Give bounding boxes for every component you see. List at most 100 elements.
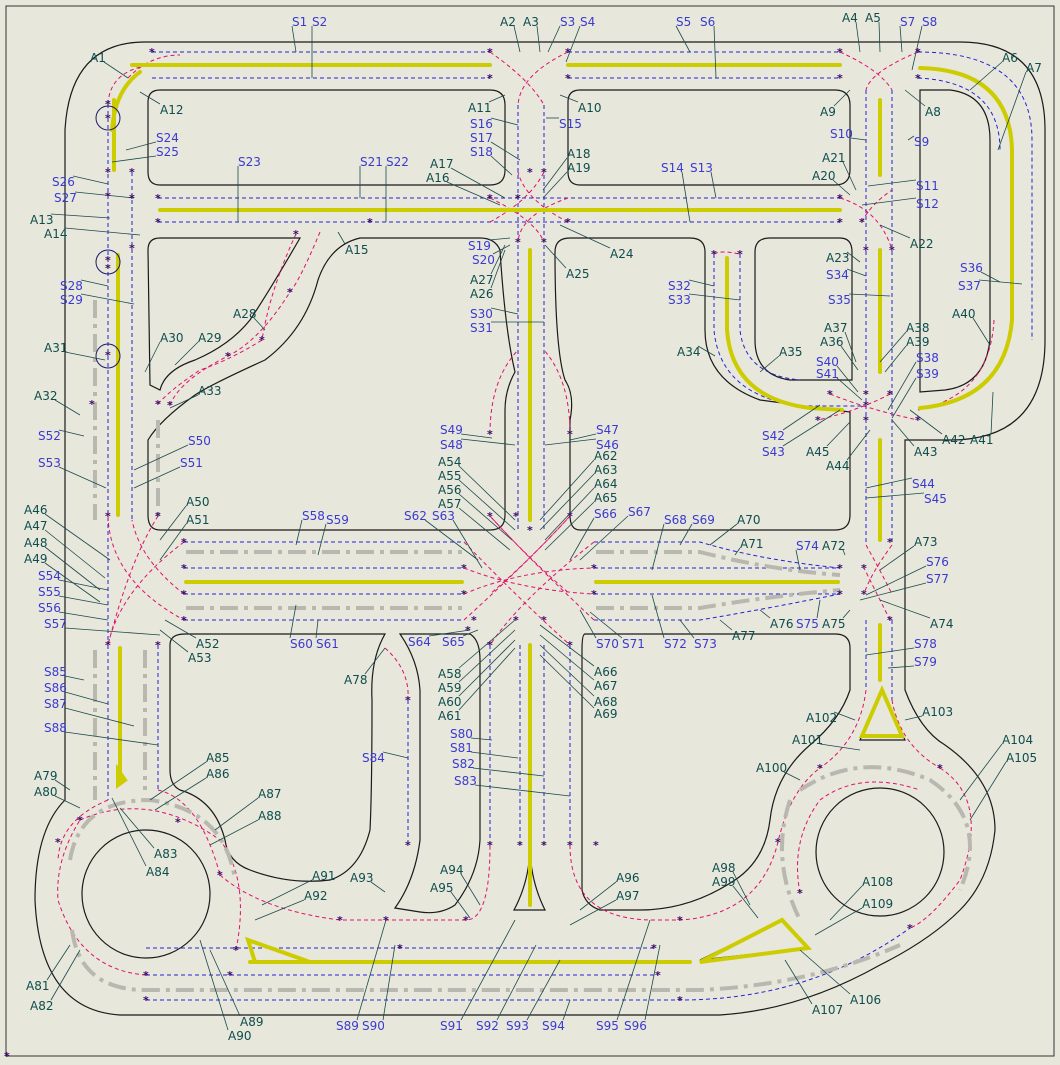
segment-label: S37 [958, 279, 981, 293]
segment-leader-line [382, 944, 396, 1021]
segment-leader-line [836, 365, 859, 393]
segment-leader-line [64, 691, 109, 705]
segment-leader-line [911, 25, 923, 71]
node-marker: * [227, 969, 233, 982]
arc-label: A99 [712, 875, 735, 889]
arc-leader-line [164, 619, 197, 639]
arc-label: A20 [812, 169, 835, 183]
arc-label: A32 [34, 389, 57, 403]
arc-label: A104 [1002, 733, 1033, 747]
node-marker: * [737, 248, 743, 261]
arc-label: A7 [1026, 61, 1042, 75]
arc-label: A52 [196, 637, 219, 651]
arc-label: A96 [616, 871, 639, 885]
arc-label: A38 [906, 321, 929, 335]
arc-leader-line [139, 91, 161, 105]
segment-label: S21 [360, 155, 383, 169]
segment-leader-line [616, 919, 651, 1021]
segment-leader-line [490, 307, 519, 315]
arc-leader-line [579, 881, 617, 911]
node-marker: * [827, 388, 833, 401]
node-marker: * [541, 166, 547, 179]
segment-leader-line [861, 197, 917, 206]
segment-leader-line [569, 517, 595, 561]
segment-leader-line [474, 784, 571, 797]
node-marker: * [487, 510, 493, 523]
arc-leader-line [458, 639, 516, 697]
arc-leader-line [169, 394, 199, 409]
arc-label: A30 [160, 331, 183, 345]
node-marker: * [517, 839, 523, 852]
segment-label: S50 [188, 434, 211, 448]
arc-label: A29 [198, 331, 221, 345]
segment-leader-line [315, 619, 319, 639]
segment-label: S22 [386, 155, 409, 169]
segment-label: S16 [470, 117, 493, 131]
arc-leader-line [904, 89, 926, 107]
node-marker: * [217, 869, 223, 882]
segment-label: S39 [916, 367, 939, 381]
segment-leader-line [547, 25, 561, 53]
arc-leader-line [840, 345, 859, 371]
arc-leader-line [759, 355, 780, 373]
segment-label: S58 [302, 509, 325, 523]
arc-leader-line [844, 331, 857, 363]
arc-leader-line [542, 171, 568, 199]
node-marker: * [405, 839, 411, 852]
segment-leader-line [865, 477, 913, 489]
arc-label: A53 [188, 651, 211, 665]
node-marker: * [937, 762, 943, 775]
segment-label: S90 [362, 1019, 385, 1033]
arc-leader-line [119, 807, 155, 849]
segment-label: S20 [472, 253, 495, 267]
arc-leader-line [64, 351, 106, 361]
node-marker: * [337, 914, 343, 927]
arc-label: A84 [146, 865, 169, 879]
segment-leader-line [859, 582, 927, 601]
segment-leader-line [816, 599, 821, 619]
node-marker: * [105, 166, 111, 179]
segment-leader-line [850, 137, 867, 141]
arc-label: A92 [304, 889, 327, 903]
node-marker: * [837, 72, 843, 85]
node-marker: * [181, 562, 187, 575]
node-marker: * [461, 588, 467, 601]
node-marker: * [859, 216, 865, 229]
arc-label: A91 [312, 869, 335, 883]
arc-leader-line [46, 944, 71, 981]
arc-leader-line [879, 599, 931, 619]
segment-label: S81 [450, 741, 473, 755]
node-marker: * [513, 614, 519, 627]
segment-label: S55 [38, 585, 61, 599]
node-marker: * [487, 72, 493, 85]
node-marker: * [129, 242, 135, 255]
arc-leader-line [959, 743, 1003, 801]
segment-leader-line [289, 604, 297, 639]
arc-label: A71 [740, 537, 763, 551]
arc-label: A28 [233, 307, 256, 321]
arc-label: A3 [523, 15, 539, 29]
arc-leader-line [539, 644, 595, 697]
arc-leader-line [542, 157, 568, 191]
lane-lines-blue [107, 51, 1033, 1001]
segment-label: S92 [476, 1019, 499, 1033]
segment-label: S10 [830, 127, 853, 141]
segment-label: S44 [912, 477, 935, 491]
arc-leader-line [842, 549, 846, 556]
arc-label: A10 [578, 101, 601, 115]
segment-label: S85 [44, 665, 67, 679]
arc-label: A33 [198, 384, 221, 398]
segment-label: S59 [326, 513, 349, 527]
arc-label: A64 [594, 477, 617, 491]
arc-leader-line [450, 167, 506, 199]
reference-circle [95, 249, 121, 275]
segment-leader-line [291, 25, 297, 53]
arc-leader-line [54, 795, 81, 809]
arc-label: A5 [865, 11, 881, 25]
segment-leader-line [782, 404, 821, 431]
arc-label: A103 [922, 705, 953, 719]
node-marker: * [287, 286, 293, 299]
segment-label: S86 [44, 681, 67, 695]
node-marker: * [915, 72, 921, 85]
node-marker: * [863, 244, 869, 257]
